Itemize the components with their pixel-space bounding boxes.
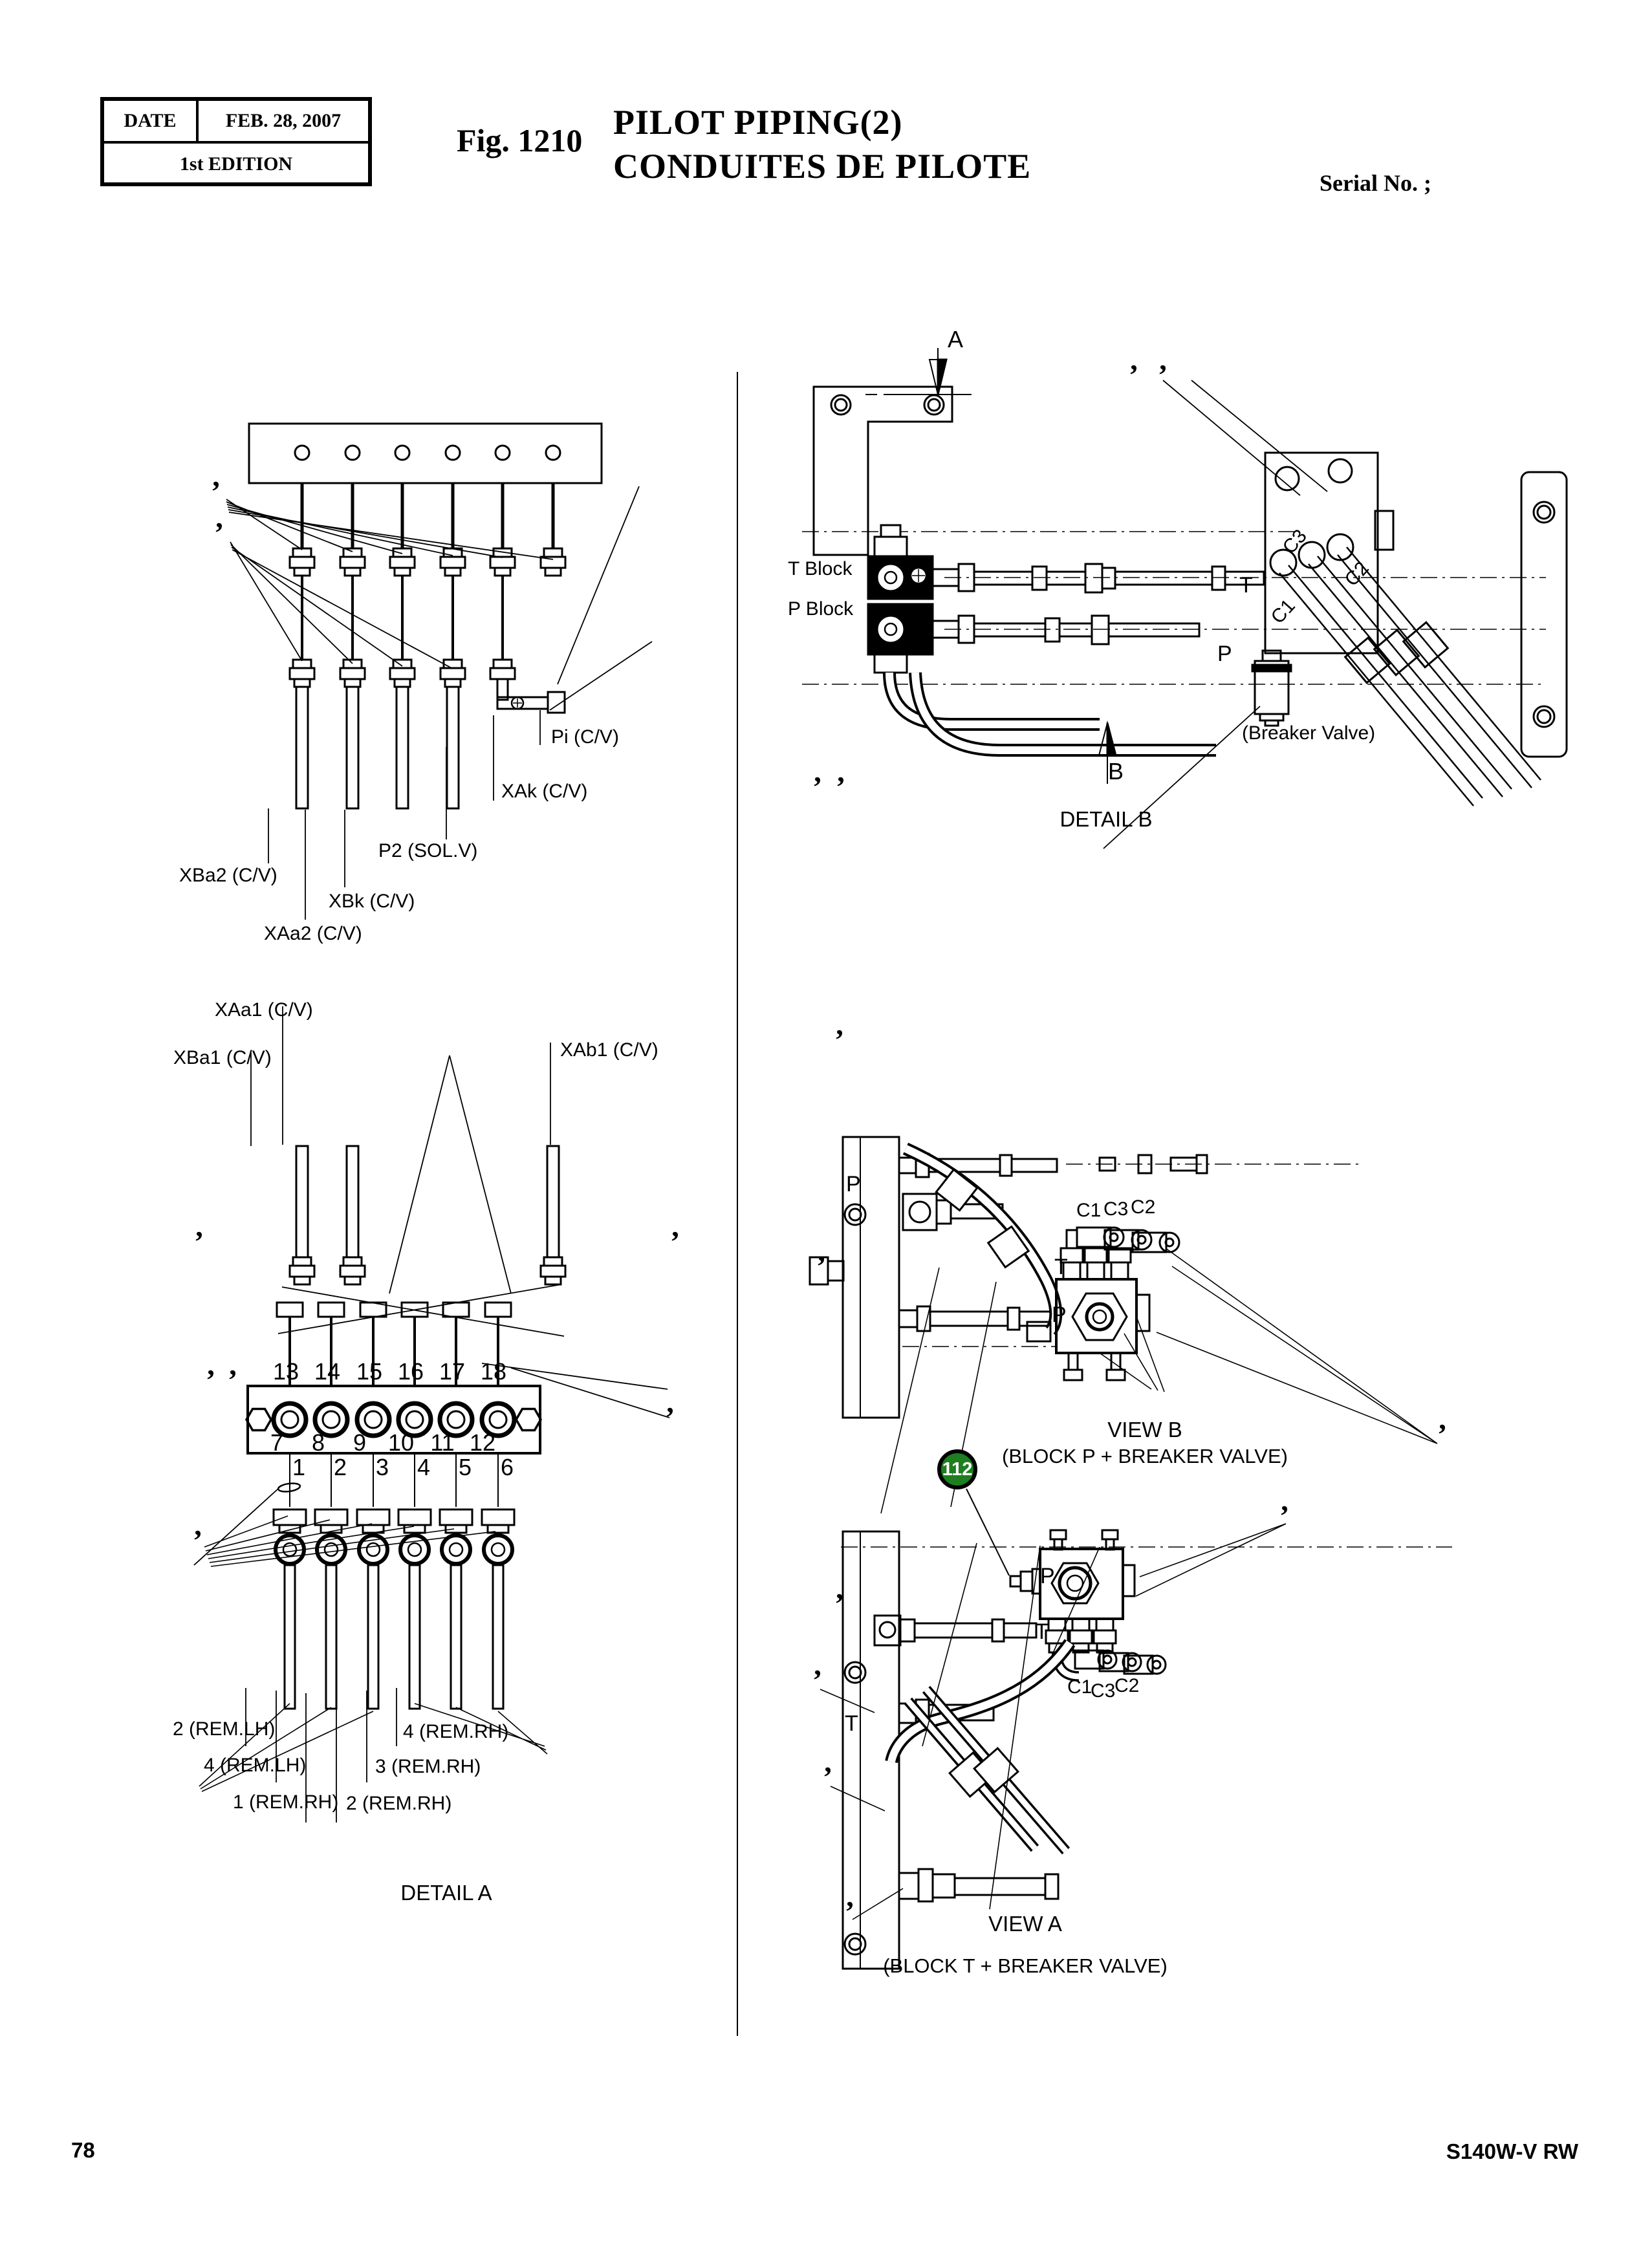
port-label-xaa1: XAa1 (C/V)	[215, 999, 313, 1021]
callout-mark: ’	[194, 1225, 204, 1258]
port-label-xba1: XBa1 (C/V)	[173, 1047, 272, 1068]
port-number: 11	[430, 1429, 455, 1456]
detail-a-upper-assembly	[226, 422, 653, 920]
callout-mark: ’	[1158, 358, 1168, 391]
view-a-caption: VIEW A	[988, 1912, 1062, 1936]
view-b-port-t: T	[1054, 1255, 1068, 1279]
view-a-port-t-left: T	[845, 1711, 858, 1736]
port-label-pi: Pi (C/V)	[551, 726, 619, 748]
callout-mark: ’	[834, 1023, 845, 1056]
figure-number: Fig. 1210	[457, 122, 583, 158]
callout-mark: ’	[1437, 1418, 1448, 1451]
view-b-port-c3: C3	[1103, 1198, 1129, 1220]
callout-mark: ’	[670, 1225, 680, 1258]
callout-mark: ’	[1129, 358, 1139, 391]
port-number: 6	[500, 1454, 514, 1480]
callout-mark: ’	[834, 1587, 845, 1620]
port-number: 18	[480, 1358, 507, 1385]
view-b-subcaption: (BLOCK P + BREAKER VALVE)	[1002, 1445, 1288, 1467]
rem-label: 3 (REM.RH)	[375, 1756, 481, 1777]
port-number: 14	[314, 1358, 341, 1385]
view-a-port-p: P	[1040, 1564, 1055, 1588]
detail-b-caption: DETAIL B	[1060, 807, 1153, 831]
port-label-xab1: XAb1 (C/V)	[560, 1039, 658, 1061]
model-code: S140W-V RW	[1446, 2139, 1578, 2163]
port-number: 3	[375, 1454, 389, 1480]
callout-mark: ’	[193, 1524, 203, 1557]
port-label-xaa2: XAa2 (C/V)	[264, 923, 362, 944]
edition-label: 1st EDITION	[179, 153, 293, 175]
callout-mark: ’	[228, 1363, 238, 1396]
edition-box: DATE FEB. 28, 2007 1st EDITION	[100, 97, 372, 186]
port-number: 2	[333, 1454, 347, 1480]
rem-label: 4 (REM.LH)	[204, 1755, 307, 1776]
port-number: 15	[356, 1358, 383, 1385]
port-number: 9	[353, 1429, 367, 1456]
callout-mark: ’	[845, 1895, 855, 1928]
view-b-port-p: P	[1052, 1303, 1067, 1327]
callout-mark: ’	[836, 770, 846, 803]
port-label-p2: P2 (SOL.V)	[378, 840, 478, 861]
detail-a-caption: DETAIL A	[400, 1881, 492, 1905]
callout-mark: ’	[214, 516, 224, 549]
callout-mark: ’	[823, 1760, 833, 1793]
view-b-assembly	[809, 1136, 1438, 1576]
view-a-assembly	[820, 1523, 1452, 1970]
port-number: 8	[311, 1429, 325, 1456]
port-number: 1	[292, 1454, 306, 1480]
callout-mark: ’	[816, 1250, 827, 1282]
breaker-valve-label: (Breaker Valve)	[1242, 722, 1376, 744]
detail-b-assembly	[802, 348, 1568, 849]
date-label: DATE	[104, 101, 199, 141]
callout-mark: ’	[206, 1363, 216, 1396]
callout-mark: ’	[812, 770, 823, 803]
port-label-xak: XAk (C/V)	[501, 781, 588, 802]
rem-label: 1 (REM.RH)	[233, 1791, 339, 1813]
date-value: FEB. 28, 2007	[225, 110, 342, 131]
view-b-port-c1: C1	[1076, 1200, 1102, 1221]
callout-mark: ’	[812, 1663, 823, 1696]
port-number: 13	[272, 1358, 299, 1385]
section-arrow-a-label: A	[947, 326, 963, 352]
port-number: 16	[397, 1358, 424, 1385]
port-label-xba2: XBa2 (C/V)	[179, 865, 277, 886]
port-number: 12	[469, 1429, 496, 1456]
port-number: 4	[417, 1454, 431, 1480]
view-a-port-c2: C2	[1114, 1675, 1140, 1696]
callout-mark: ’	[665, 1401, 675, 1434]
serial-number: Serial No. ;	[1320, 170, 1431, 196]
view-a-port-c1: C1	[1067, 1676, 1092, 1698]
callout-mark: ’	[211, 475, 221, 508]
view-b-port-p-pipe: P	[846, 1172, 861, 1196]
section-arrow-b-label: B	[1107, 758, 1124, 784]
page-number: 78	[71, 2138, 95, 2162]
rem-label: 2 (REM.LH)	[173, 1718, 276, 1740]
view-a-subcaption: (BLOCK T + BREAKER VALVE)	[883, 1954, 1168, 1977]
port-number: 17	[439, 1358, 466, 1385]
page-title-en: PILOT PIPING(2)	[613, 103, 903, 142]
port-label-p: P	[1217, 642, 1232, 666]
item-balloon[interactable]: 112	[937, 1449, 977, 1489]
view-b-port-c2: C2	[1131, 1196, 1156, 1218]
page-title-fr: CONDUITES DE PILOTE	[613, 147, 1032, 186]
view-a-port-t: T	[1035, 1619, 1049, 1644]
port-number: 10	[387, 1429, 415, 1456]
port-number: 5	[458, 1454, 472, 1480]
view-b-caption: VIEW B	[1107, 1418, 1182, 1442]
port-number: 7	[270, 1429, 284, 1456]
rem-label: 2 (REM.RH)	[346, 1793, 452, 1814]
callout-mark: ’	[1279, 1499, 1290, 1532]
view-a-port-c3: C3	[1091, 1680, 1116, 1702]
p-block-label: P Block	[788, 598, 854, 620]
port-label-xbk: XBk (C/V)	[329, 891, 415, 912]
port-label-t: T	[1239, 573, 1253, 598]
rem-label: 4 (REM.RH)	[403, 1721, 509, 1742]
detail-a-lower-assembly	[193, 1006, 670, 1823]
t-block-label: T Block	[788, 558, 853, 579]
